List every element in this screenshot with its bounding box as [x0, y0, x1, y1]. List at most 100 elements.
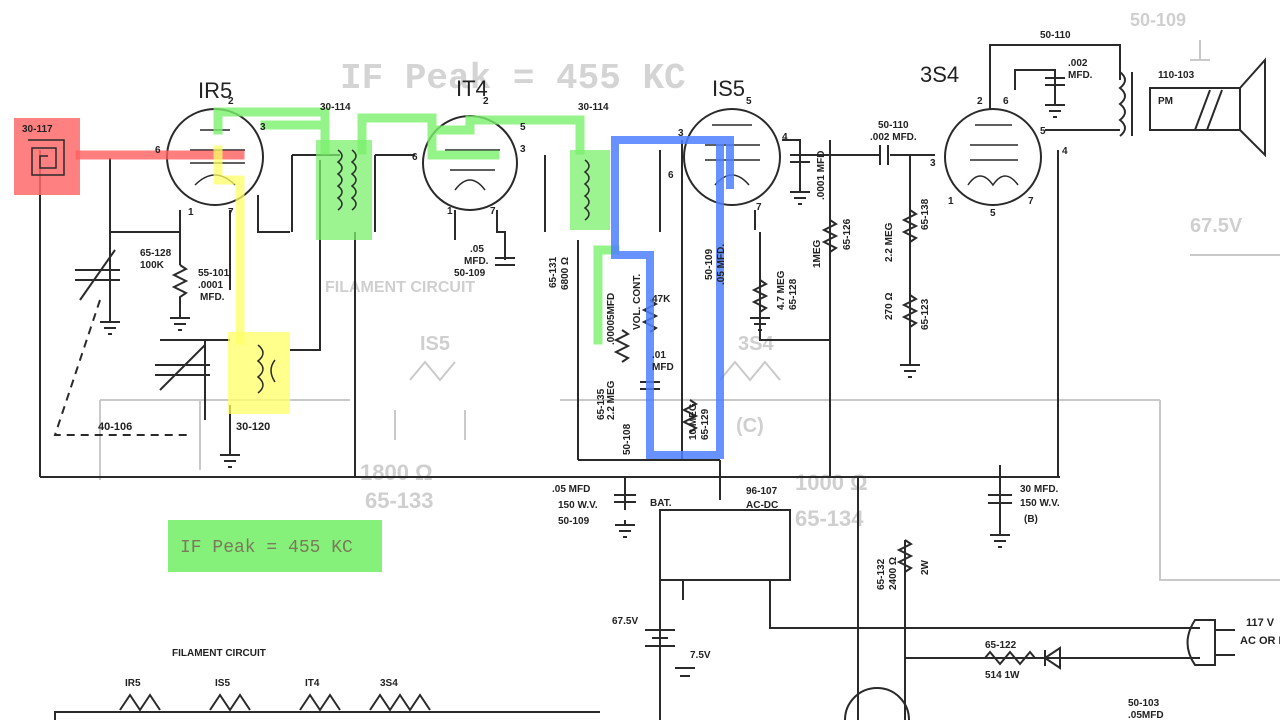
pin-number: 4 [782, 132, 788, 143]
output-transformer [1118, 71, 1133, 137]
3s4-plate-lead [1045, 129, 1120, 477]
r-10meg-val: 10 MEG [688, 403, 699, 440]
c-ir5-unit: MFD. [200, 292, 225, 303]
r-1meg [821, 219, 839, 253]
r-47k [641, 299, 659, 333]
r-6800-val: 6800 Ω [560, 257, 571, 290]
pin-number: 7 [490, 206, 496, 217]
pin-number: 3 [520, 144, 526, 155]
ground-icon [1045, 100, 1065, 118]
pin-number: 3 [930, 158, 936, 169]
r-10meg-ref: 65-129 [700, 408, 711, 440]
pin-number: 1 [188, 207, 194, 218]
ground-icon [750, 312, 770, 331]
c-out-val: .002 [1068, 58, 1088, 69]
is5-envelope [683, 108, 781, 206]
r-270 [901, 294, 919, 328]
pin-number: 5 [1040, 126, 1046, 137]
ghost-voltage: 67.5V [1190, 215, 1243, 237]
c-002-coupling [879, 145, 889, 165]
battery-67-5v-label: 67.5V [612, 616, 638, 627]
it4-electrodes [445, 149, 500, 191]
r-vol [613, 329, 631, 363]
r-100k [171, 264, 189, 310]
if1-coils [336, 149, 357, 211]
tube-label-is5: IS5 [712, 76, 745, 101]
if2-ref: 30-114 [578, 102, 609, 113]
c-01-val: .01 [652, 350, 666, 361]
tube-label-ir5: IR5 [198, 78, 232, 103]
pin-number: 7 [1028, 196, 1034, 207]
r-2meg-ref2: 50-108 [622, 423, 633, 455]
battery-67-5v [645, 629, 675, 647]
3s4-electrodes [967, 124, 1019, 187]
switch-acdc-label: AC-DC [746, 500, 778, 511]
r-1meg-val: 1MEG [812, 239, 823, 268]
c-is5-ref: 50-109 [704, 248, 715, 280]
pin-number: 6 [668, 170, 674, 181]
ghost-c-tag: (C) [736, 415, 764, 437]
vol-cont-label: VOL. CONT. [632, 274, 643, 330]
if-peak-annotation: IF Peak = 455 KC [168, 520, 382, 572]
pin-number: 2 [483, 96, 489, 107]
ground-icon [100, 315, 120, 335]
pin-number: 3 [260, 122, 266, 133]
pin-number: 7 [228, 207, 234, 218]
ground-icon [990, 530, 1010, 548]
r-47k-label: 47K [652, 294, 671, 305]
r-2meg-ref: 65-135 [596, 388, 607, 420]
r-10meg [681, 399, 699, 433]
it4-wiring [454, 210, 506, 260]
r-100k-ref: 65-128 [140, 248, 172, 259]
switch-ref: 96-107 [746, 486, 778, 497]
labels: IR5 IT4 IS5 3S4 30-117 30-114 30-114 30-… [22, 30, 1280, 720]
ghost-3s4: 3S4 [738, 333, 774, 355]
r-270-ref: 65-123 [920, 298, 931, 330]
if-path-1 [213, 107, 330, 155]
osc-tank [160, 339, 230, 420]
filament-title: FILAMENT CIRCUIT [172, 648, 266, 659]
ground-icon [170, 310, 190, 331]
c-b-bypass [614, 494, 636, 503]
r-2400 [896, 539, 914, 573]
oscillator-path [213, 145, 245, 345]
speaker-icon [1149, 57, 1266, 158]
c-0001-label: .0001 MFD [816, 151, 827, 200]
c-b-val: .05 MFD [552, 484, 590, 495]
ground-icon [790, 185, 810, 205]
c-01-unit: MFD [652, 362, 674, 373]
switch-to-ac [769, 580, 860, 629]
osc-feedback [290, 160, 321, 351]
components [53, 57, 1266, 720]
ghost-resistor-ref: 65-133 [365, 488, 434, 513]
tube-label-3s4: 3S4 [920, 62, 959, 87]
ganged-tuning-link [53, 299, 190, 436]
c-30mfd [988, 494, 1012, 504]
filament-it4: IT4 [305, 678, 320, 689]
tube-3s4 [944, 108, 1042, 206]
ghost-resistor-value: 1800 Ω [360, 460, 433, 485]
r-2-2meg-val: 2.2 MEG [884, 222, 895, 262]
c-out-ref: 50-110 [1040, 30, 1071, 41]
pin-number: 3 [678, 128, 684, 139]
filament-symbols [119, 693, 431, 712]
c-30-val: 30 MFD. [1020, 484, 1059, 495]
plug-sub: AC OR DC [1240, 635, 1280, 647]
r-2-2meg [901, 209, 919, 243]
pin-number: 2 [228, 96, 234, 107]
c-05-unit: MFD. [464, 256, 489, 267]
osc-coil-ref: 30-120 [236, 421, 270, 433]
if1-ref: 30-114 [320, 102, 351, 113]
pin-number: 4 [1062, 146, 1068, 157]
switch-bat-label: BAT. [650, 498, 672, 509]
ghost-wires [99, 254, 1280, 581]
pin-number: 6 [155, 145, 161, 156]
antenna-tuning-cap [75, 249, 120, 320]
c-30-volt: 150 W.V. [1020, 498, 1060, 509]
ghost-filaments [409, 360, 781, 382]
speaker-ref: 110-103 [1158, 70, 1195, 81]
ghost-layer: IF Peak = 455 KC 50-109 FILAMENT CIRCUIT… [99, 10, 1280, 581]
r-514-val: 514 1W [985, 670, 1020, 681]
ghost-filament-label: FILAMENT CIRCUIT [325, 279, 475, 296]
